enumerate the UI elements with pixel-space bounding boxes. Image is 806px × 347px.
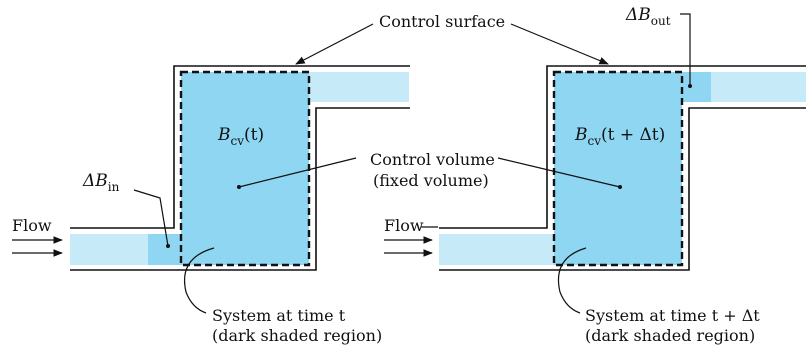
right-delta-b-out-region bbox=[682, 72, 711, 102]
system-t-leader bbox=[184, 247, 215, 314]
system-t-dt-sublabel: (dark shaded region) bbox=[585, 326, 755, 345]
right-outlet-light-fluid bbox=[711, 72, 806, 102]
delta-b-out-dot bbox=[688, 84, 692, 88]
delta-b-in-leader bbox=[133, 189, 169, 247]
delta-b-in-symbol: ΔBin bbox=[82, 171, 120, 194]
left-system-region bbox=[181, 72, 309, 265]
left-inlet-light-fluid bbox=[70, 234, 148, 265]
system-t-label: System at time t bbox=[212, 306, 346, 325]
right-flow-label: Flow bbox=[384, 216, 424, 235]
system-t-dt-label: System at time t + Δt bbox=[585, 306, 760, 325]
left-bcv-symbol: Bcv(t) bbox=[217, 125, 264, 148]
shared-labels: Control surface Control volume (fixed vo… bbox=[295, 12, 609, 190]
system-t-sublabel: (dark shaded region) bbox=[212, 326, 382, 345]
right-control-surface bbox=[552, 70, 684, 267]
left-flow-label: Flow bbox=[12, 216, 52, 235]
right-panel: Flow Bcv(t + Δt) ΔBout System at time t … bbox=[384, 5, 806, 345]
right-pipe-inner-wall bbox=[439, 107, 806, 271]
control-volume-sublabel: (fixed volume) bbox=[373, 171, 489, 190]
right-pipe-outer-wall bbox=[439, 65, 806, 229]
left-delta-b-in-region bbox=[148, 234, 181, 265]
control-surface-arrow-right bbox=[510, 23, 609, 65]
delta-b-in-dot bbox=[166, 244, 170, 248]
control-volume-label: Control volume bbox=[370, 150, 495, 169]
control-surface-label: Control surface bbox=[379, 12, 505, 31]
right-inlet-light-fluid bbox=[439, 234, 554, 265]
left-pipe-inner-wall bbox=[70, 107, 410, 271]
left-control-surface bbox=[179, 70, 311, 267]
control-surface-arrow-left bbox=[295, 23, 374, 65]
delta-b-out-leader bbox=[680, 13, 691, 86]
left-pipe-outer-wall bbox=[70, 65, 410, 229]
right-control-volume-leader bbox=[497, 157, 621, 188]
right-system-region bbox=[554, 72, 682, 265]
delta-b-out-symbol: ΔBout bbox=[625, 5, 671, 28]
left-outlet-light-fluid bbox=[309, 72, 409, 102]
left-panel: Flow Bcv(t) ΔBin System at time t (dark … bbox=[12, 65, 410, 345]
system-t-dt-leader bbox=[558, 247, 587, 314]
left-control-volume-leader bbox=[238, 157, 357, 188]
right-bcv-symbol: Bcv(t + Δt) bbox=[574, 125, 665, 148]
